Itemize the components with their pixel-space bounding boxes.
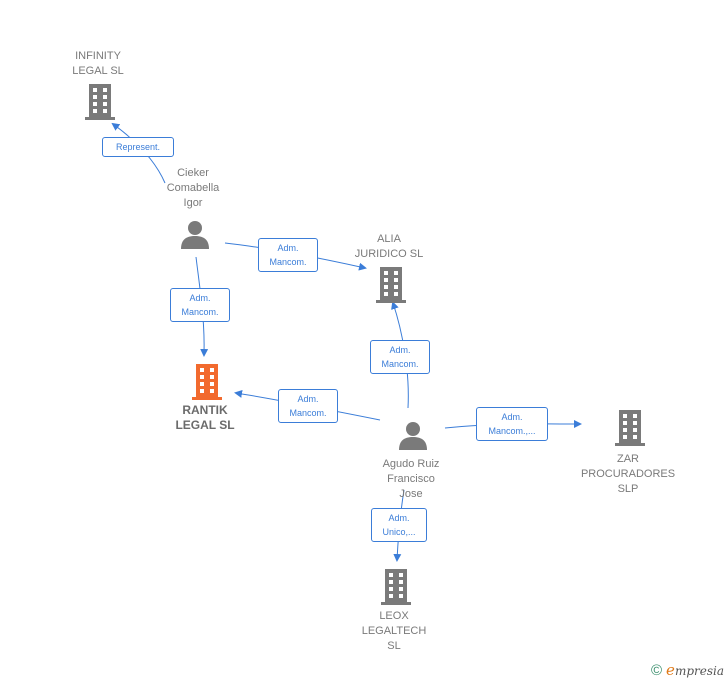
footer-brand: © empresia: [651, 661, 724, 679]
brand-logo[interactable]: empresia: [666, 661, 724, 679]
building-icon[interactable]: [381, 569, 411, 605]
node-label-leox: LEOX LEGALTECH SL: [361, 610, 427, 652]
building-icon[interactable]: [85, 84, 115, 120]
brand-name: mpresia: [674, 664, 724, 678]
copyright-symbol: ©: [650, 661, 663, 679]
edge-label-cieker-alia[interactable]: Adm. Mancom.: [258, 238, 318, 272]
person-icon[interactable]: [398, 421, 428, 451]
building-icon[interactable]: [376, 267, 406, 303]
node-label-alia: ALIA JURIDICO SL: [354, 233, 424, 260]
node-label-cieker: Cieker Comabella Igor: [166, 167, 220, 209]
edge-label-agudo-rantik[interactable]: Adm. Mancom.: [278, 389, 338, 423]
node-label-rantik: RANTIK LEGAL SL: [175, 403, 235, 432]
edge-label-cieker-rantik[interactable]: Adm. Mancom.: [170, 288, 230, 322]
node-label-agudo: Agudo Ruiz Francisco Jose: [382, 458, 440, 500]
building-icon-focus[interactable]: [192, 364, 222, 400]
node-label-zar: ZAR PROCURADORES SLP: [580, 453, 676, 495]
edge-label-agudo-alia[interactable]: Adm. Mancom.: [370, 340, 430, 374]
edge-label-represent[interactable]: Represent.: [102, 137, 174, 157]
building-icon[interactable]: [615, 410, 645, 446]
person-icon[interactable]: [180, 220, 210, 250]
edge-label-agudo-zar[interactable]: Adm. Mancom.,...: [476, 407, 548, 441]
node-label-infinity: INFINITY LEGAL SL: [72, 50, 124, 77]
brand-initial: e: [666, 661, 675, 679]
edge-label-agudo-leox[interactable]: Adm. Unico,...: [371, 508, 427, 542]
